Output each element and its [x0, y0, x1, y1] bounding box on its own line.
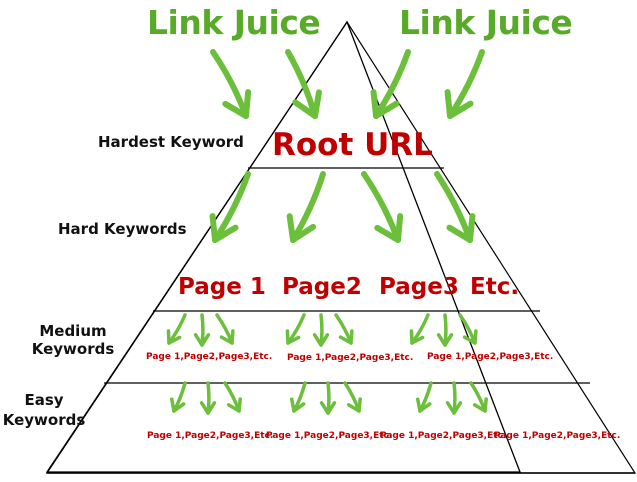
easy-subpages-2: Page 1,Page2,Page3,Etc.: [266, 431, 393, 441]
medium-subpages-2: Page 1,Page2,Page3,Etc.: [287, 353, 414, 363]
arrow-easy-1-b: [319, 381, 337, 415]
juice-arrow-top-3: [370, 49, 411, 119]
juice-arrow-root-2: [286, 171, 326, 243]
arrow-medium-1-c: [334, 313, 354, 345]
root-url-label: Root URL: [272, 127, 433, 163]
arrow-easy-1-c: [343, 381, 362, 413]
arrow-easy-2-c: [469, 381, 488, 413]
page-label-3: Page3: [379, 274, 459, 300]
arrow-medium-0-b: [193, 313, 211, 347]
arrow-easy-0-a: [169, 381, 187, 413]
juice-arrow-top-2: [285, 49, 322, 119]
medium-subpages-1: Page 1,Page2,Page3,Etc.: [146, 352, 273, 362]
arrow-medium-2-a: [409, 313, 430, 345]
page-label-etc: Etc.: [470, 274, 520, 300]
pyramid-outline-right: [45, 20, 637, 474]
level-label-hard: Hard Keywords: [58, 220, 187, 238]
easy-subpages-3: Page 1,Page2,Page3,Etc.: [380, 431, 507, 441]
juice-arrow-root-4: [434, 171, 476, 243]
level-label-medium-line2: Keywords: [31, 340, 115, 358]
level-label-easy-line1: Easy: [24, 391, 64, 409]
arrow-easy-2-b: [445, 381, 463, 415]
level-label-medium: Medium Keywords: [28, 322, 118, 358]
arrow-easy-1-a: [289, 381, 307, 413]
juice-arrow-top-4: [444, 49, 485, 119]
easy-subpages-1: Page 1,Page2,Page3,Etc.: [147, 431, 274, 441]
easy-subpages-4: Page 1,Page2,Page3,Etc.: [494, 431, 621, 441]
arrow-easy-2-a: [415, 381, 433, 413]
arrow-medium-1-b: [312, 313, 330, 347]
juice-arrow-top-1: [210, 49, 252, 119]
link-juice-arrows: [166, 49, 488, 415]
link-juice-label-right: Link Juice: [399, 3, 573, 42]
level-label-easy-line2: Keywords: [2, 411, 86, 429]
medium-subpages-3: Page 1,Page2,Page3,Etc.: [427, 352, 554, 362]
arrow-easy-0-b: [199, 381, 217, 415]
page-label-2: Page2: [282, 274, 362, 300]
arrow-medium-0-c: [215, 313, 235, 345]
juice-arrow-root-1: [209, 171, 251, 243]
level-label-hardest: Hardest Keyword: [98, 133, 244, 151]
juice-arrow-root-3: [361, 171, 404, 243]
page-label-1: Page 1: [178, 274, 266, 300]
arrow-medium-1-a: [285, 313, 306, 345]
arrow-medium-2-b: [436, 313, 454, 347]
level-label-easy: Easy Keywords: [0, 390, 88, 430]
arrow-medium-2-c: [458, 313, 478, 345]
level-label-medium-line1: Medium: [39, 322, 107, 340]
arrow-medium-0-a: [166, 313, 187, 345]
link-juice-label-left: Link Juice: [147, 3, 321, 42]
arrow-easy-0-c: [223, 381, 242, 413]
